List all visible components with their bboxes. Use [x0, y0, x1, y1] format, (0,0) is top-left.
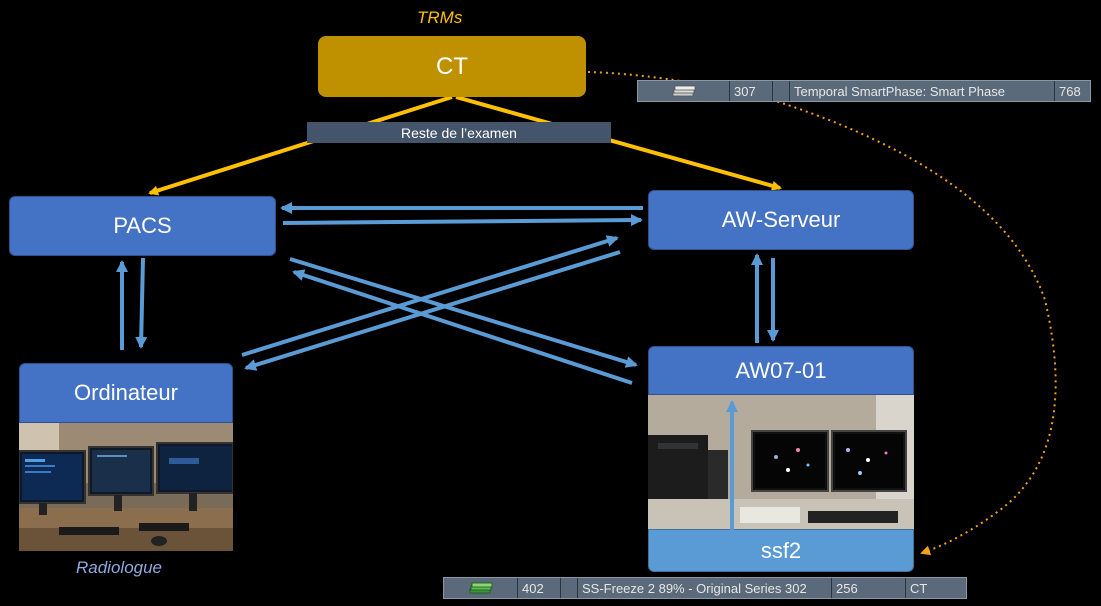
series-count: 768 — [1059, 83, 1081, 99]
series-description: SS-Freeze 2 89% - Original Series 302 — [578, 578, 832, 598]
series-description: Temporal SmartPhase: Smart Phase — [790, 81, 1055, 101]
ordinateur-to-awserveur-arrow — [241, 235, 619, 357]
series-count: 256 — [832, 578, 906, 598]
series-number: 307 — [730, 81, 773, 101]
ordinateur-node[interactable]: Ordinateur — [19, 363, 233, 423]
ct-node[interactable]: CT — [318, 36, 586, 97]
aw07-01-node[interactable]: AW07-01 — [648, 346, 914, 395]
awserveur-to-ordinateur-arrow — [244, 250, 621, 371]
pacs-node[interactable]: PACS — [9, 196, 276, 256]
aw07-to-pacs-arrow — [292, 269, 633, 385]
series-spacer — [561, 578, 578, 598]
radiologist-workstation-photo — [19, 423, 233, 551]
trms-label: TRMs — [417, 8, 463, 27]
image-stack-icon — [638, 81, 730, 101]
ct-to-pacs-arrow — [148, 95, 453, 196]
pacs-to-aw07-arrow — [289, 257, 638, 368]
image-stack-green-icon — [444, 578, 518, 598]
series-bar-top[interactable]: 307 Temporal SmartPhase: Smart Phase 768 — [637, 80, 1091, 102]
series-bar-bottom[interactable]: 402 SS-Freeze 2 89% - Original Series 30… — [443, 577, 967, 599]
ssf2-node[interactable]: ssf2 — [648, 529, 914, 572]
aw07-workstation-photo — [648, 395, 914, 529]
series-number: 402 — [518, 578, 561, 598]
series-spacer — [773, 81, 790, 101]
series-modality: CT — [910, 580, 928, 596]
pacs-to-ordinateur-arrow — [135, 257, 148, 349]
pacs-to-awserveur-arrow — [282, 214, 643, 227]
radiologue-label: Radiologue — [76, 558, 163, 577]
aw-serveur-node[interactable]: AW-Serveur — [648, 190, 914, 250]
ct-to-awserveur-arrow — [455, 95, 782, 191]
reste-examen-banner: Reste de l’examen — [307, 122, 611, 143]
